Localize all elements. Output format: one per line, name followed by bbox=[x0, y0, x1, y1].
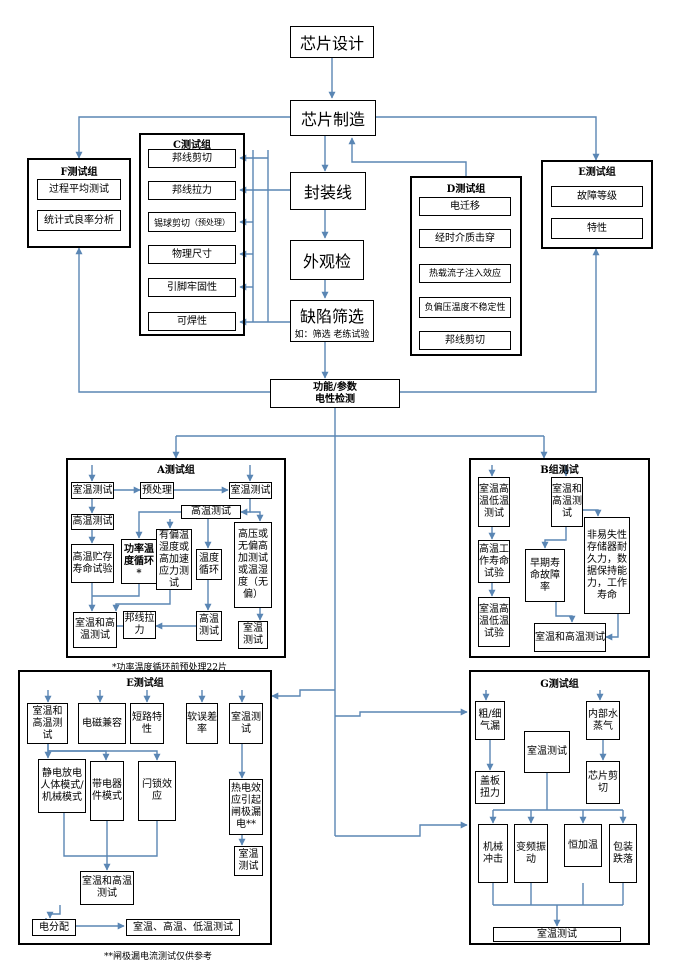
g-variable-vibration: 变频振动 bbox=[514, 824, 548, 883]
g-die-shear: 芯片剪切 bbox=[586, 761, 620, 804]
e-group-title: E测试组 bbox=[126, 678, 164, 689]
a-room-temp-2: 室温测试 bbox=[229, 482, 272, 499]
g-mech-shock: 机械冲击 bbox=[478, 824, 508, 883]
e-room-high-low: 室温、高温、低温测试 bbox=[126, 919, 240, 936]
e-group-frame bbox=[18, 670, 272, 945]
a-pretreatment: 预处理 bbox=[140, 482, 174, 499]
e-soft-error: 软误差率 bbox=[186, 703, 218, 744]
a-wire-pull: 邦线拉力 bbox=[123, 611, 156, 639]
visual-inspection-label: 外观检 bbox=[302, 252, 351, 271]
e-latch-up: 闩锁效应 bbox=[138, 761, 176, 821]
d-item-hci: 热载流子注入效应 bbox=[419, 264, 511, 283]
e-footnote: **闸极漏电流测试仅供参考 bbox=[104, 952, 213, 962]
c-item-solderability: 可焊性 bbox=[148, 312, 236, 331]
c-item-physical-dimension: 物理尺寸 bbox=[148, 245, 236, 264]
d-item-nbti: 负偏压温度不稳定性 bbox=[419, 297, 511, 318]
g-const-accel: 恒加温 bbox=[564, 824, 602, 867]
d-item-electromigration: 电迁移 bbox=[419, 197, 511, 216]
d-group-frame bbox=[410, 176, 522, 356]
b-nvm-endurance: 非易失性存储器耐久力，数据保持能力，工作寿命 bbox=[584, 517, 630, 614]
f-item-process-average: 过程平均测试 bbox=[37, 179, 121, 200]
d-item-tddb: 经时介质击穿 bbox=[419, 229, 511, 248]
defect-screening-box: 缺陷筛选 如：筛选 老练试验 bbox=[290, 300, 374, 342]
a-high-temp-test: 高温测试 bbox=[181, 505, 241, 519]
f-group-title: F测试组 bbox=[60, 167, 98, 178]
e-top-item-fault-grade: 故障等级 bbox=[551, 186, 643, 207]
g-group-title: G测试组 bbox=[540, 679, 579, 690]
c-group-frame bbox=[139, 133, 245, 336]
g-room-temp-final: 室温测试 bbox=[493, 927, 621, 942]
b-room-high-final: 室温和高温测试 bbox=[534, 623, 606, 652]
a-temp-cycle: 温度循环 bbox=[196, 549, 222, 580]
e-room-temp-2: 室温测试 bbox=[234, 846, 263, 876]
c-item-solder-ball-label: 锡球剪切 bbox=[153, 218, 190, 229]
f-group-frame bbox=[27, 158, 131, 248]
a-group-title: A测试组 bbox=[157, 465, 195, 476]
e-esd-cdm: 带电器件模式 bbox=[90, 761, 124, 821]
g-gross-fine-leak: 粗/细气漏 bbox=[475, 701, 505, 740]
visual-inspection-box: 外观检 bbox=[290, 240, 364, 280]
a-high-temp-test-left: 高温测试 bbox=[71, 514, 114, 530]
b-room-high-test: 室温和高温测试 bbox=[551, 477, 583, 527]
c-item-wire-pull: 邦线拉力 bbox=[148, 181, 236, 200]
g-group-frame bbox=[469, 670, 650, 945]
e-emc: 电磁兼容 bbox=[78, 703, 126, 744]
electrical-test-line1: 功能/参数 bbox=[313, 381, 357, 393]
a-high-temp-test-2: 高温测试 bbox=[196, 611, 222, 641]
c-item-lead-integrity: 引脚牢固性 bbox=[148, 278, 236, 297]
b-group-title: B组测试 bbox=[540, 465, 579, 476]
a-high-temp-storage: 高温贮存寿命试验 bbox=[71, 544, 114, 583]
e-electrical-distribution: 电分配 bbox=[32, 919, 76, 936]
e-hot-carrier-gate: 热电效应引起闸极漏电** bbox=[229, 779, 263, 835]
packaging-box: 封装线 bbox=[290, 172, 366, 210]
g-room-temp: 室温测试 bbox=[524, 731, 570, 773]
e-room-temp: 室温测试 bbox=[229, 703, 263, 744]
chip-design-label: 芯片设计 bbox=[299, 34, 364, 53]
a-biased-humidity: 有偏温湿度或高加速应力测试 bbox=[156, 529, 192, 590]
g-package-drop: 包装跌落 bbox=[609, 824, 637, 883]
e-top-group-title: E测试组 bbox=[578, 167, 616, 178]
e-room-high-test-2: 室温和高温测试 bbox=[80, 871, 134, 905]
e-top-item-characteristic: 特性 bbox=[551, 218, 643, 239]
g-internal-vapor: 内部水蒸气 bbox=[586, 701, 620, 740]
chip-manufacture-box: 芯片制造 bbox=[290, 100, 376, 136]
screening-example-text: 如：筛选 老练试验 bbox=[294, 329, 370, 340]
packaging-label: 封装线 bbox=[303, 183, 352, 202]
chip-manufacture-label: 芯片制造 bbox=[300, 110, 365, 129]
electrical-test-box: 功能/参数 电性检测 bbox=[270, 379, 400, 408]
b-high-temp-life: 高温工作寿命试验 bbox=[478, 540, 510, 583]
e-top-group-frame bbox=[541, 160, 653, 249]
defect-screening-label: 缺陷筛选 bbox=[299, 306, 364, 326]
c-group-title: C测试组 bbox=[173, 140, 211, 151]
a-power-temp-cycle: 功率温度循环* bbox=[121, 539, 157, 584]
chip-design-box: 芯片设计 bbox=[290, 26, 374, 58]
electrical-test-line2: 电性检测 bbox=[315, 393, 355, 405]
d-group-title: D测试组 bbox=[446, 184, 486, 195]
c-item-solder-ball-shear: 锡球剪切（预处理） bbox=[148, 212, 236, 232]
a-room-high-test: 室温和高温测试 bbox=[73, 612, 117, 648]
a-group-frame bbox=[66, 458, 286, 658]
a-room-temp-3: 室温测试 bbox=[238, 621, 268, 649]
f-item-yield-analysis: 统计式良率分析 bbox=[37, 210, 121, 231]
a-footnote: *功率温度循环前预处理22片 bbox=[112, 663, 227, 673]
e-room-high-test: 室温和高温测试 bbox=[27, 703, 68, 744]
b-room-high-low-2: 室温高温低温试验 bbox=[478, 597, 510, 647]
b-early-failure: 早期寿命故障率 bbox=[525, 549, 565, 602]
b-room-high-low-1: 室温高温低温测试 bbox=[478, 477, 510, 527]
a-pressure-cooker: 高压或无偏高加测试或温湿度（无偏） bbox=[234, 522, 272, 608]
c-item-wire-shear: 邦线剪切 bbox=[148, 149, 236, 168]
e-esd-hbm-mm: 静电放电人体模式/机械模式 bbox=[38, 759, 86, 813]
e-short-circuit: 短路特性 bbox=[130, 703, 164, 744]
d-item-wire-shear: 邦线剪切 bbox=[419, 331, 511, 350]
a-room-temp-1: 室温测试 bbox=[71, 482, 114, 499]
c-item-pretreat-suffix: （预处理） bbox=[190, 217, 230, 227]
b-group-frame bbox=[469, 458, 650, 658]
g-lid-torque: 盖板扭力 bbox=[475, 771, 505, 804]
